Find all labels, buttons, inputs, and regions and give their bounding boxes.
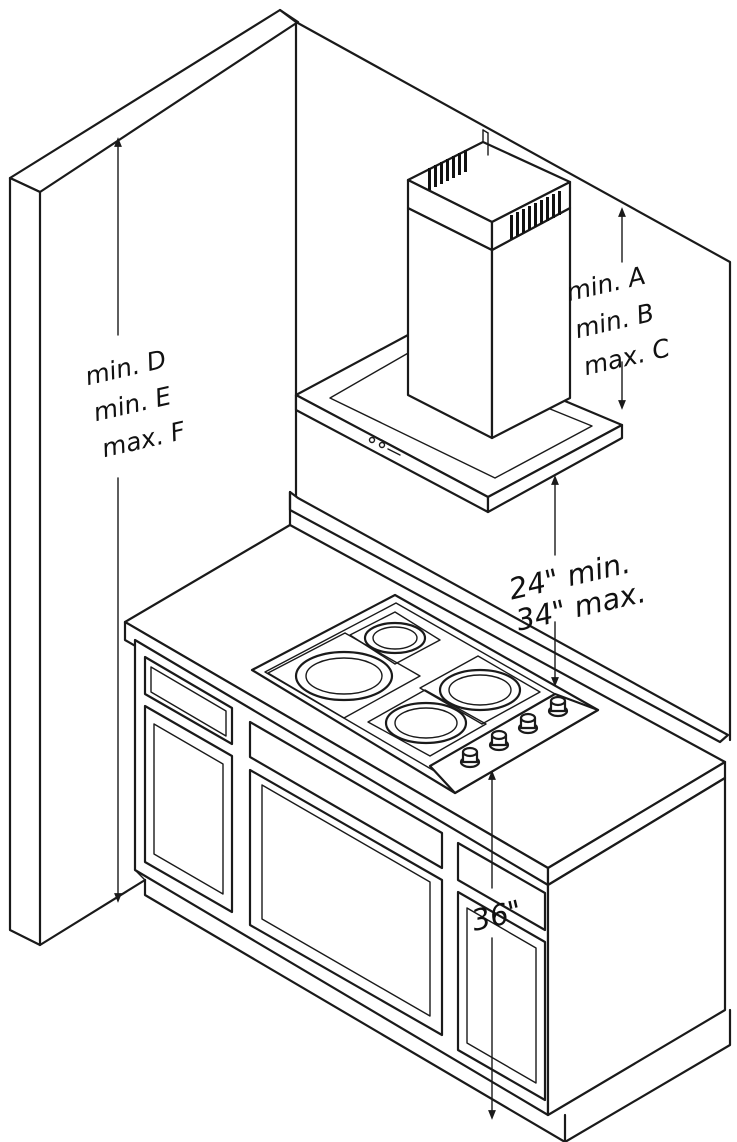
vent-slots-left: [428, 150, 467, 190]
chimney-height-labels: min. A min. B max. C: [564, 261, 674, 381]
burner-front: [367, 689, 487, 757]
label-min-b: min. B: [572, 298, 657, 344]
right-drawer: [456, 841, 547, 932]
back-wall: [294, 20, 732, 742]
knob-icon: [517, 712, 539, 735]
left-door: [143, 704, 234, 914]
cooktop: [250, 593, 600, 795]
center-drawer: [248, 720, 444, 870]
control-buttons: [368, 436, 401, 456]
burner-large: [267, 632, 421, 719]
left-drawer: [143, 655, 234, 746]
knob-icon: [459, 746, 481, 769]
burner-right: [419, 655, 541, 725]
side-wall: [8, 8, 300, 947]
backsplash: [288, 490, 730, 744]
cabinet: [133, 638, 732, 1142]
vent-slots-right: [510, 191, 561, 239]
range-hood: [294, 129, 624, 514]
knob-icon: [547, 695, 569, 718]
control-knobs: [459, 695, 569, 769]
label-min-a: min. A: [564, 261, 649, 307]
right-door: [456, 890, 547, 1102]
burner-small-back: [349, 611, 441, 665]
wall-height-labels: min. D min. E max. F: [82, 344, 188, 463]
center-panel: [248, 768, 444, 1037]
knob-icon: [488, 729, 510, 752]
hood-clearance-labels: 24" min. 34" max.: [506, 546, 649, 638]
